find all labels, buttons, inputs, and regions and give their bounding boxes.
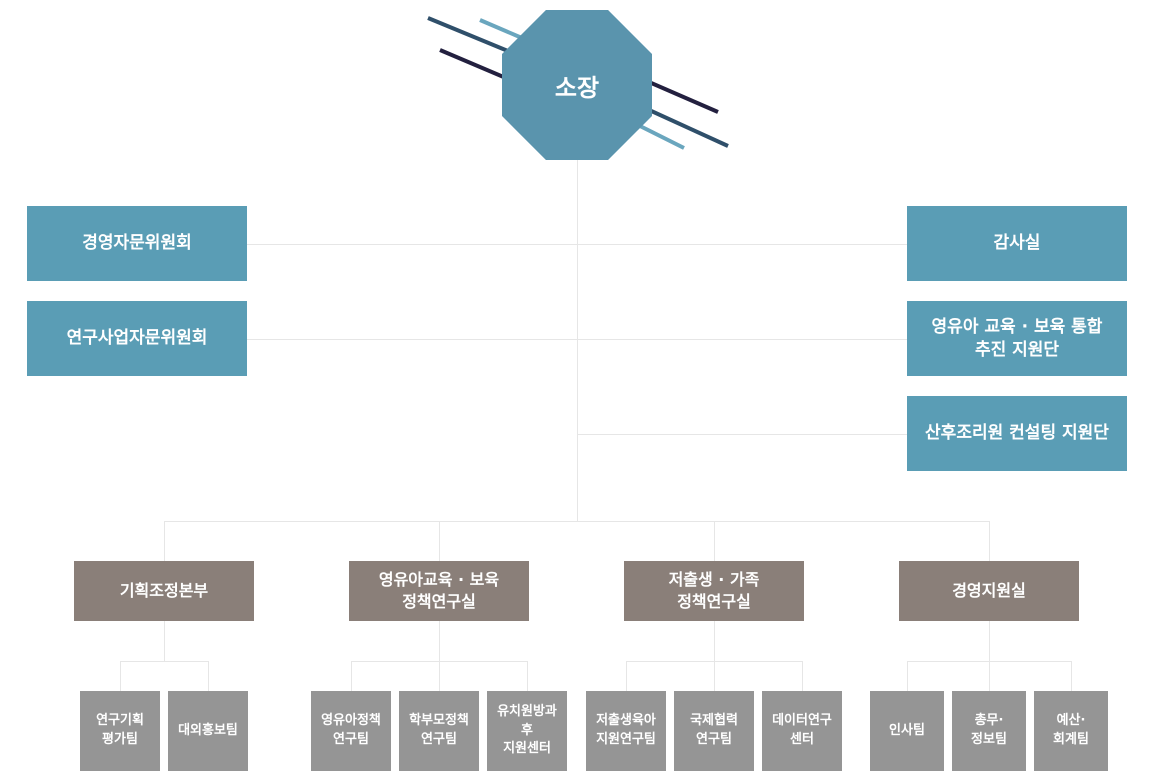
division-label: 경영지원실 [952,581,1026,601]
team-drop-4a [907,661,908,691]
director-label: 소장 [554,73,600,102]
team-international[interactable]: 국제협력 연구팀 [674,691,754,771]
team-drop-3a [626,661,627,691]
division-label: 저출생 · 가족 정책연구실 [668,570,760,611]
team-stem-1 [164,621,165,661]
team-budget-accounting[interactable]: 예산· 회계팀 [1034,691,1108,771]
team-label: 유치원방과 후 지원센터 [497,703,557,757]
team-stem-4 [989,621,990,691]
unit-audit-office[interactable]: 감사실 [907,206,1127,281]
team-bus-3 [626,661,803,662]
committee-label: 경영자문위원회 [82,233,192,254]
team-low-birth-childcare[interactable]: 저출생육아 지원연구팀 [586,691,666,771]
division-bus [164,521,990,522]
unit-postpartum-consulting[interactable]: 산후조리원 컨설팅 지원단 [907,396,1127,471]
team-stem-2 [439,621,440,691]
team-public-relations[interactable]: 대외홍보팀 [168,691,248,771]
team-label: 총무· 정보팀 [971,713,1007,747]
team-bus-4 [907,661,1072,662]
committee-label: 연구사업자문위원회 [66,328,208,349]
team-bus-2 [351,661,528,662]
unit-label: 산후조리원 컨설팅 지원단 [925,423,1109,444]
division-drop-1 [164,521,165,561]
unit-label: 감사실 [993,233,1041,254]
team-data-research[interactable]: 데이터연구 센터 [762,691,842,771]
team-label: 영유아정책 연구팀 [321,713,381,747]
committee-research-advisory[interactable]: 연구사업자문위원회 [27,301,247,376]
team-label: 연구기획 평가팀 [96,713,144,747]
division-planning[interactable]: 기획조정본부 [74,561,254,621]
team-drop-4c [1071,661,1072,691]
division-management-support[interactable]: 경영지원실 [899,561,1079,621]
team-drop-2c [527,661,528,691]
connector-right-2 [577,339,907,340]
connector-left-1 [247,244,578,245]
team-label: 데이터연구 센터 [772,713,832,747]
team-label: 예산· 회계팀 [1053,713,1089,747]
trunk-line [577,160,578,521]
division-early-childhood[interactable]: 영유아교육 · 보육 정책연구실 [349,561,529,621]
team-stem-3 [714,621,715,691]
team-afterschool-center[interactable]: 유치원방과 후 지원센터 [487,691,567,771]
unit-label: 영유아 교육 · 보육 통합 추진 지원단 [931,316,1103,360]
division-label: 영유아교육 · 보육 정책연구실 [378,570,500,611]
division-drop-4 [989,521,990,561]
team-hr[interactable]: 인사팀 [870,691,944,771]
team-label: 국제협력 연구팀 [690,713,738,747]
team-research-planning[interactable]: 연구기획 평가팀 [80,691,160,771]
connector-right-1 [577,244,907,245]
team-label: 대외홍보팀 [178,722,238,738]
team-infant-policy[interactable]: 영유아정책 연구팀 [311,691,391,771]
team-label: 인사팀 [889,722,925,738]
unit-integration-support[interactable]: 영유아 교육 · 보육 통합 추진 지원단 [907,301,1127,376]
team-label: 저출생육아 지원연구팀 [596,713,656,747]
team-bus-1 [120,661,209,662]
connector-left-2 [247,339,578,340]
division-low-birth-family[interactable]: 저출생 · 가족 정책연구실 [624,561,804,621]
division-drop-3 [714,521,715,561]
team-parent-policy[interactable]: 학부모정책 연구팀 [399,691,479,771]
team-drop-1b [208,661,209,691]
team-label: 학부모정책 연구팀 [409,713,469,747]
director-node[interactable]: 소장 [502,10,652,160]
connector-right-3 [577,434,907,435]
division-label: 기획조정본부 [119,581,209,601]
committee-management-advisory[interactable]: 경영자문위원회 [27,206,247,281]
team-general-affairs[interactable]: 총무· 정보팀 [952,691,1026,771]
team-drop-1a [120,661,121,691]
team-drop-3c [802,661,803,691]
team-drop-2a [351,661,352,691]
division-drop-2 [439,521,440,561]
